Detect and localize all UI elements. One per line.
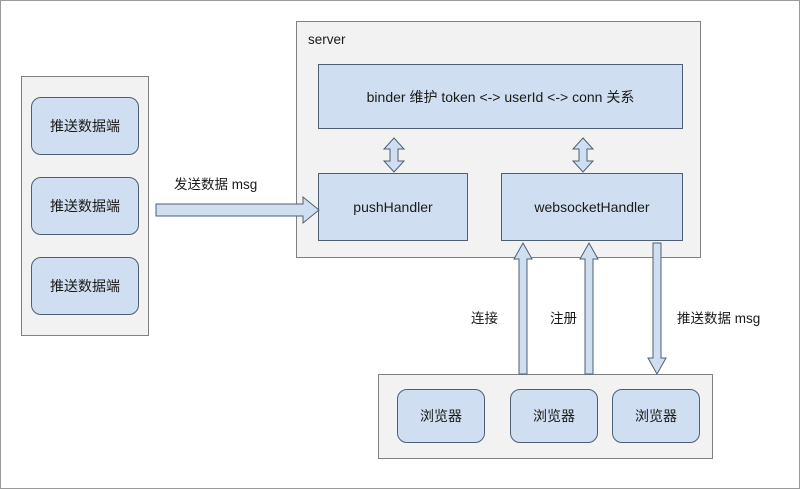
send-data-arrow	[155, 195, 320, 225]
register-edge-label: 注册	[550, 311, 577, 326]
producer-node-3: 推送数据端	[31, 257, 139, 315]
producer-node-1-label: 推送数据端	[50, 118, 120, 134]
server-group-title: server	[308, 32, 346, 47]
producer-node-3-label: 推送数据端	[50, 278, 120, 294]
push-handler-node: pushHandler	[318, 173, 468, 241]
send-data-edge-label: 发送数据 msg	[174, 177, 258, 192]
client-node-1-label: 浏览器	[420, 408, 462, 424]
connect-edge-label: 连接	[471, 311, 498, 326]
binder-node-label: binder 维护 token <-> userId <-> conn 关系	[366, 88, 635, 105]
websocket-handler-label: websocketHandler	[534, 199, 650, 215]
client-node-3: 浏览器	[612, 389, 700, 443]
binder-push-arrow	[382, 137, 406, 173]
client-node-2-label: 浏览器	[533, 408, 575, 424]
producer-node-2-label: 推送数据端	[50, 198, 120, 214]
producer-node-1: 推送数据端	[31, 97, 139, 155]
client-node-2: 浏览器	[510, 389, 598, 443]
client-node-1: 浏览器	[397, 389, 485, 443]
binder-websocket-arrow	[571, 137, 595, 173]
client-node-3-label: 浏览器	[635, 408, 677, 424]
websocket-handler-node: websocketHandler	[501, 173, 683, 241]
push-msg-arrow	[647, 242, 667, 376]
push-msg-edge-label: 推送数据 msg	[677, 311, 761, 326]
producer-node-2: 推送数据端	[31, 177, 139, 235]
push-handler-label: pushHandler	[353, 199, 433, 215]
binder-node: binder 维护 token <-> userId <-> conn 关系	[318, 64, 683, 129]
connect-arrow	[513, 241, 533, 375]
register-arrow	[579, 241, 599, 375]
